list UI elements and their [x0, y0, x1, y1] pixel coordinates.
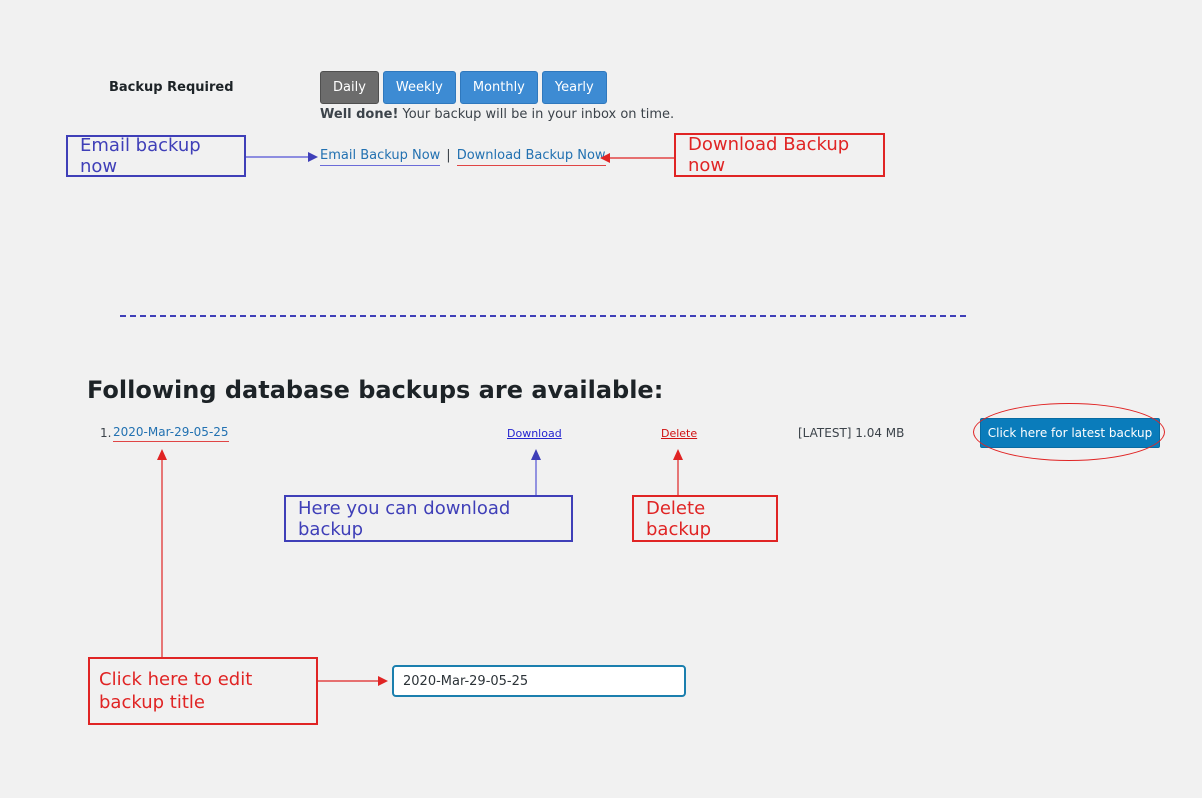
email-backup-now-link[interactable]: Email Backup Now — [320, 148, 441, 166]
arrow-download-row-head — [531, 449, 541, 460]
backup-now-links: Email Backup Now | Download Backup Now — [320, 148, 606, 166]
status-text: Your backup will be in your inbox on tim… — [398, 107, 675, 122]
status-message: Well done! Your backup will be in your i… — [320, 107, 674, 122]
annotation-download-backup-now: Download Backup now — [674, 133, 885, 177]
annotation-email-backup: Email backup now — [66, 135, 246, 177]
annotation-delete-backup: Delete backup — [632, 495, 778, 542]
daily-button[interactable]: Daily — [320, 71, 379, 104]
arrow-delete-head — [673, 449, 683, 460]
backup-delete-link[interactable]: Delete — [661, 427, 698, 440]
weekly-button[interactable]: Weekly — [382, 71, 456, 104]
backup-required-label: Backup Required — [109, 80, 234, 95]
latest-backup-button[interactable]: Click here for latest backup — [980, 418, 1160, 448]
section-divider — [120, 315, 966, 317]
yearly-button[interactable]: Yearly — [541, 71, 607, 104]
backup-download-link[interactable]: Download — [507, 427, 562, 440]
frequency-button-group: Daily Weekly Monthly Yearly — [320, 71, 607, 104]
backup-title-link[interactable]: 2020-Mar-29-05-25 — [113, 425, 229, 442]
status-strong: Well done! — [320, 107, 399, 122]
backup-meta: [LATEST] 1.04 MB — [798, 426, 905, 440]
annotation-download-row: Here you can download backup — [284, 495, 573, 542]
annotation-edit-title: Click here to edit backup title — [88, 657, 318, 725]
arrow-edit-input-head — [378, 676, 388, 686]
download-backup-now-link[interactable]: Download Backup Now — [456, 148, 606, 166]
backup-row-number: 1. — [100, 426, 112, 440]
link-separator: | — [446, 148, 451, 163]
arrow-edit-up-head — [157, 449, 167, 460]
backups-heading: Following database backups are available… — [87, 376, 664, 404]
monthly-button[interactable]: Monthly — [459, 71, 538, 104]
arrow-email-head — [308, 152, 318, 162]
backup-title-input[interactable] — [392, 665, 686, 697]
